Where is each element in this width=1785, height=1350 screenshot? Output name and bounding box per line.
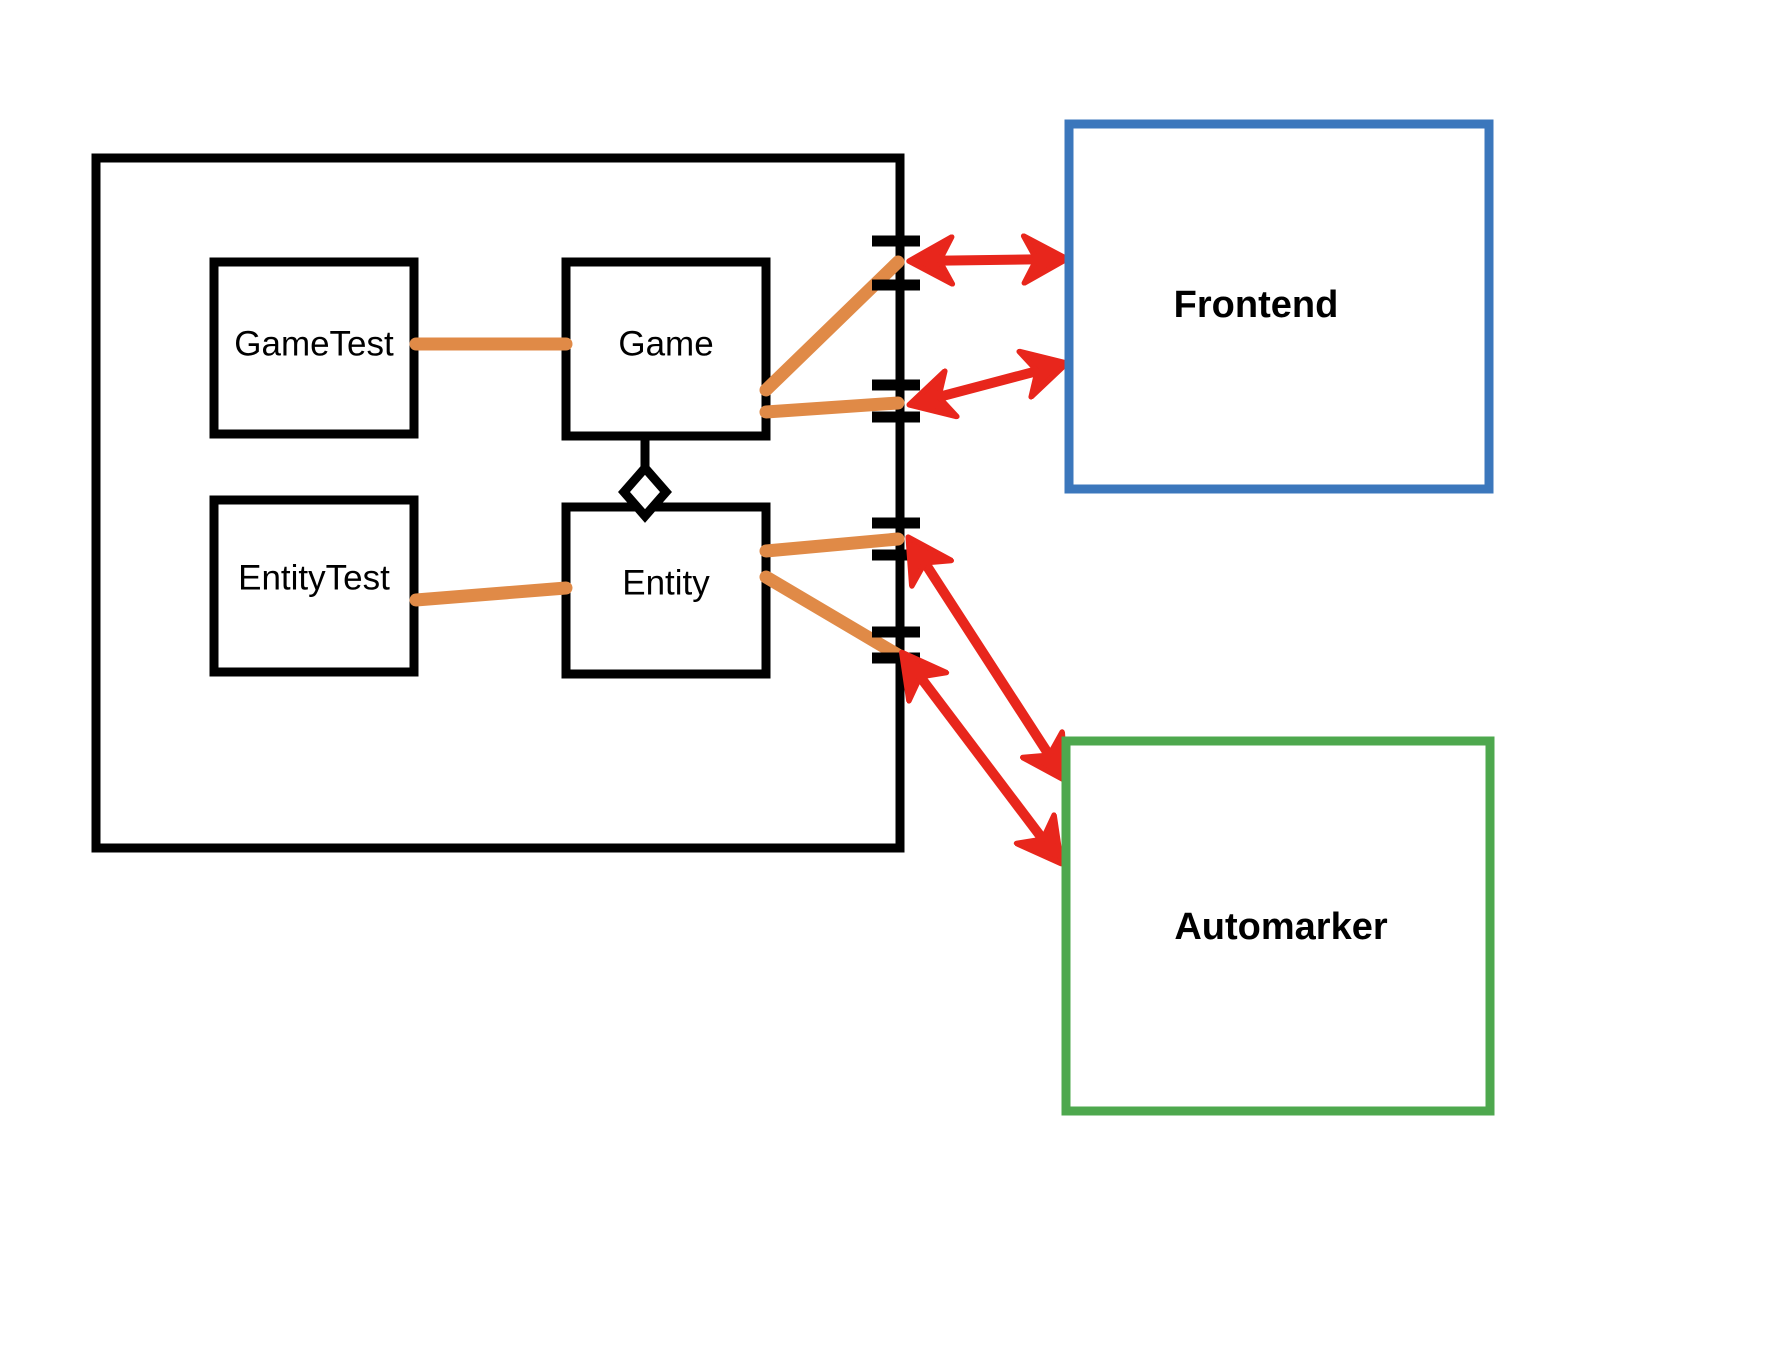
system-automarker-rect[interactable] bbox=[1061, 736, 1495, 1116]
system-automarker[interactable]: Automarker bbox=[1061, 736, 1495, 1116]
system-frontend[interactable]: Frontend bbox=[1064, 119, 1494, 494]
class-entitytest[interactable]: EntityTest bbox=[209, 495, 419, 677]
assoc-entitytest-entity bbox=[409, 581, 573, 607]
class-entity[interactable]: Entity bbox=[561, 502, 771, 679]
class-entitytest-label: EntityTest bbox=[238, 558, 390, 597]
system-frontend-rect[interactable] bbox=[1064, 119, 1494, 494]
aggregation-diamond-icon bbox=[618, 461, 672, 523]
link-frontend-upper[interactable] bbox=[916, 259, 1060, 261]
class-entity-rect[interactable] bbox=[561, 502, 771, 679]
assoc-game-port-frontend-lower bbox=[759, 396, 905, 419]
class-entitytest-rect[interactable] bbox=[209, 495, 419, 677]
association-lines bbox=[409, 255, 905, 662]
class-game[interactable]: Game bbox=[561, 257, 771, 441]
assoc-entity-port-automarker-lower bbox=[759, 570, 905, 662]
class-entity-label: Entity bbox=[622, 563, 710, 602]
class-game-label: Game bbox=[618, 324, 713, 363]
class-gametest-label: GameTest bbox=[234, 324, 394, 363]
system-automarker-label: Automarker bbox=[1174, 906, 1387, 948]
aggregation-game-entity bbox=[618, 431, 672, 523]
assoc-entity-port-automarker-upper bbox=[759, 532, 905, 558]
interface-links bbox=[906, 259, 1062, 858]
system-frontend-label: Frontend bbox=[1174, 284, 1339, 326]
class-gametest[interactable]: GameTest bbox=[209, 257, 419, 439]
link-automarker-upper[interactable] bbox=[912, 543, 1062, 775]
link-automarker-lower[interactable] bbox=[906, 658, 1057, 858]
class-game-rect[interactable] bbox=[561, 257, 771, 441]
class-gametest-rect[interactable] bbox=[209, 257, 419, 439]
link-frontend-lower[interactable] bbox=[916, 365, 1060, 403]
